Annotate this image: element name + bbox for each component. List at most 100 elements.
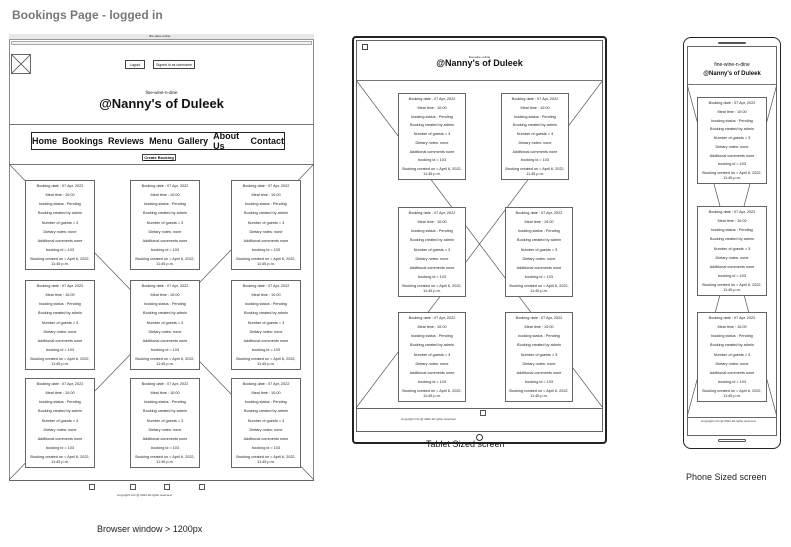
phone-footer: Copyright info @ 2022 all rights reserve… xyxy=(687,417,777,436)
nav-gallery[interactable]: Gallery xyxy=(177,136,209,146)
booking-card-line: Booking date : 07 Apr, 2022 xyxy=(141,284,189,288)
booking-card-line: Booking date : 07 Apr, 2022 xyxy=(708,101,756,105)
footer-icon[interactable] xyxy=(89,484,95,490)
header-divider xyxy=(9,124,314,125)
booking-card-line: Booking created on = April 6, 2022, 11:4… xyxy=(135,257,195,266)
footer-icon[interactable] xyxy=(164,484,170,490)
footer-icon[interactable] xyxy=(199,484,205,490)
booking-card-line: Meal time : 10:00 xyxy=(45,391,75,396)
booking-card-line: booking id = 103 xyxy=(525,275,553,280)
booking-card-line: booking status : Pending xyxy=(411,229,453,234)
booking-card-line: booking status : Pending xyxy=(39,400,81,405)
booking-card-line: booking id = 103 xyxy=(418,380,446,385)
booking-card-line: Dietary notes: none xyxy=(715,361,749,366)
signed-in-label: Signed in as username xyxy=(153,60,195,69)
footer-text: Copyright info @ 2022 all rights reserve… xyxy=(401,417,456,421)
booking-card-line: Booking created by admin xyxy=(244,409,288,414)
footer-text: Copyright info @ 2022 all rights reserve… xyxy=(701,419,756,423)
nav-menu[interactable]: Menu xyxy=(149,136,173,146)
booking-card-line: Booking created by admin xyxy=(710,343,754,348)
booking-card-line: Meal time : 10:00 xyxy=(417,325,447,330)
nav-reviews[interactable]: Reviews xyxy=(108,136,145,146)
tablet-brand-tagline: fine-wine-n-dine xyxy=(468,55,491,59)
phone-header-divider xyxy=(687,84,777,85)
nav-about-us[interactable]: About Us xyxy=(213,131,240,151)
booking-card-line: Booking date : 07 Apr, 2022 xyxy=(708,316,756,320)
logout-button[interactable]: Logout xyxy=(125,60,145,69)
booking-card-line: Booking date : 07 Apr, 2022 xyxy=(242,184,290,188)
booking-card-line: Dietary notes: none xyxy=(249,329,283,334)
booking-card-line: Dietary notes: none xyxy=(415,361,449,366)
booking-card-line: Booking created by admin xyxy=(143,409,187,414)
booking-card-line: Dietary notes: none xyxy=(148,427,182,432)
footer-icon[interactable] xyxy=(130,484,136,490)
tablet-footer: Copyright info @ 2022 all rights reserve… xyxy=(356,408,603,432)
browser-tab-text: fine-wine-n-dine xyxy=(149,34,171,38)
booking-card-line: Number of guests = 3 xyxy=(41,320,79,325)
booking-card-line: booking status : Pending xyxy=(245,302,287,307)
brand-tagline: fine-wine-n-dine xyxy=(145,90,178,95)
booking-card-line: Additional comments none xyxy=(409,265,455,270)
booking-card-line: Additional comments none xyxy=(512,149,558,154)
booking-card-line: Meal time : 10:00 xyxy=(717,109,747,114)
booking-card-line: booking id = 103 xyxy=(252,248,280,253)
tablet-header-divider xyxy=(356,80,603,81)
booking-card-line: booking status : Pending xyxy=(711,118,753,123)
booking-card-line: booking status : Pending xyxy=(39,202,81,207)
tablet-brand-name: @Nanny's of Duleek xyxy=(436,58,523,68)
booking-card-line: Booking created on = April 6, 2022, 11:4… xyxy=(236,455,296,464)
create-booking-button[interactable]: Create Booking xyxy=(142,154,176,161)
nav-contact[interactable]: Contact xyxy=(250,136,285,146)
booking-card-line: Dietary notes: none xyxy=(522,256,556,261)
booking-card-line: Additional comments none xyxy=(709,264,755,269)
booking-card-line: booking id = 103 xyxy=(718,380,746,385)
booking-card-line: Meal time : 10:00 xyxy=(45,293,75,298)
booking-card-line: Additional comments none xyxy=(409,149,455,154)
booking-card-line: Additional comments none xyxy=(709,153,755,158)
tablet-home-button[interactable] xyxy=(476,434,483,441)
booking-card-line: booking id = 103 xyxy=(252,348,280,353)
booking-card-line: Meal time : 10:00 xyxy=(717,325,747,330)
booking-card-line: Number of guests = 3 xyxy=(413,132,451,137)
nav-home[interactable]: Home xyxy=(32,136,58,146)
phone-caption: Phone Sized screen xyxy=(686,472,767,482)
booking-card-line: Booking created on = April 6, 2022, 11:4… xyxy=(402,284,462,293)
booking-card-line: Booking created on = April 6, 2022, 11:4… xyxy=(402,167,462,176)
booking-card-line: Number of guests = 3 xyxy=(713,352,751,357)
tablet-caption: Tablet Sized screen xyxy=(426,439,505,449)
booking-card-line: Meal time : 10:00 xyxy=(717,219,747,224)
booking-card-line: booking id = 103 xyxy=(46,248,74,253)
booking-card-line: Additional comments none xyxy=(142,436,188,441)
booking-card-line: Meal time : 10:00 xyxy=(150,391,180,396)
browser-address-bar[interactable] xyxy=(11,41,312,45)
booking-card-line: booking status : Pending xyxy=(245,400,287,405)
booking-card-line: Booking created on = April 6, 2022, 11:4… xyxy=(236,357,296,366)
nav-bookings[interactable]: Bookings xyxy=(62,136,104,146)
booking-card-line: Number of guests = 3 xyxy=(413,247,451,252)
phone-home-button[interactable] xyxy=(718,439,746,442)
booking-card-line: Meal time : 10:00 xyxy=(150,293,180,298)
booking-card-line: booking status : Pending xyxy=(39,302,81,307)
booking-card-line: Number of guests = 3 xyxy=(247,320,285,325)
booking-card-line: Booking date : 07 Apr, 2022 xyxy=(141,184,189,188)
phone-brand-tagline: fine-wine-n-dine xyxy=(714,62,750,68)
footer-icon[interactable] xyxy=(480,410,486,416)
